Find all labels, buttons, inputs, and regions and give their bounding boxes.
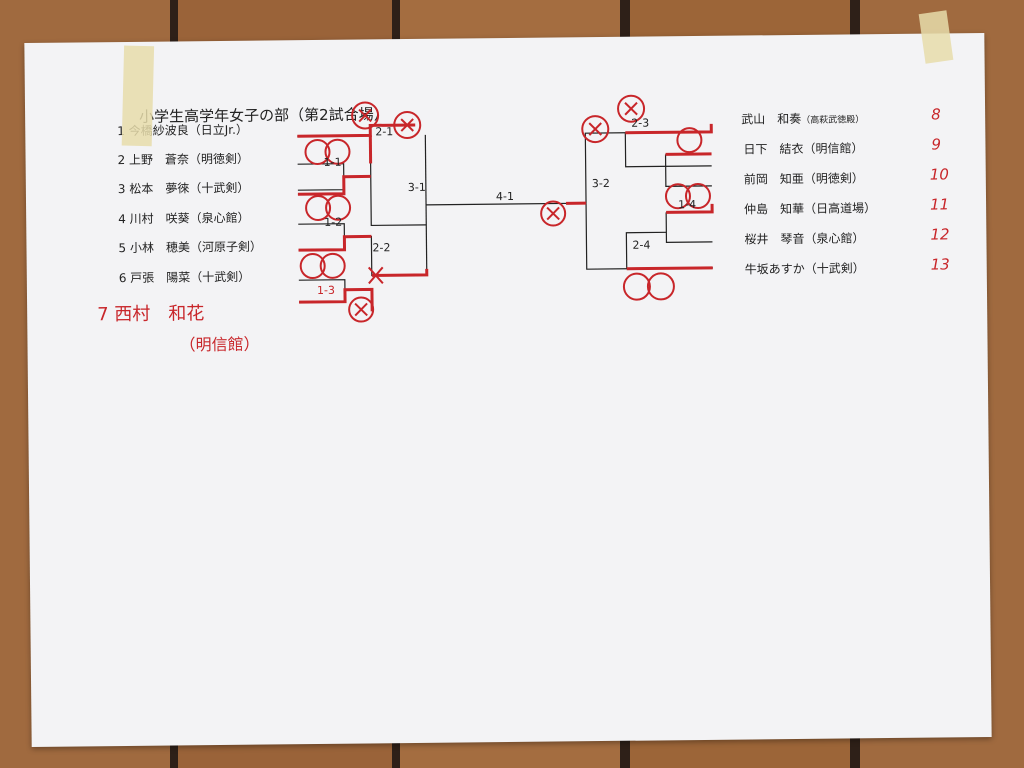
bracket-sheet: 小学生高学年女子の部（第2試合場） 1 今橋紗波良（日立Jr.） 2 上野 蒼奈… xyxy=(24,32,992,748)
match-label-1-3: 1-3 xyxy=(317,284,335,297)
match-label-1-1: 1-1 xyxy=(324,156,342,169)
match-label-2-3: 2-3 xyxy=(631,117,649,130)
match-label-2-2: 2-2 xyxy=(372,241,390,254)
match-label-2-1: 2-1 xyxy=(375,125,393,138)
match-label-3-2: 3-2 xyxy=(592,177,610,190)
match-label-4-1: 4-1 xyxy=(496,190,514,203)
match-label-3-1: 3-1 xyxy=(408,181,426,194)
match-label-2-4: 2-4 xyxy=(632,239,650,252)
match-label-1-2: 1-2 xyxy=(324,216,342,229)
match-label-1-4: 1-4 xyxy=(678,198,696,211)
bracket-lines: 1-1 1-2 2-1 2-2 3-1 4-1 3-2 2-3 2-4 1-4 … xyxy=(297,94,714,323)
masking-tape-left xyxy=(121,45,155,147)
